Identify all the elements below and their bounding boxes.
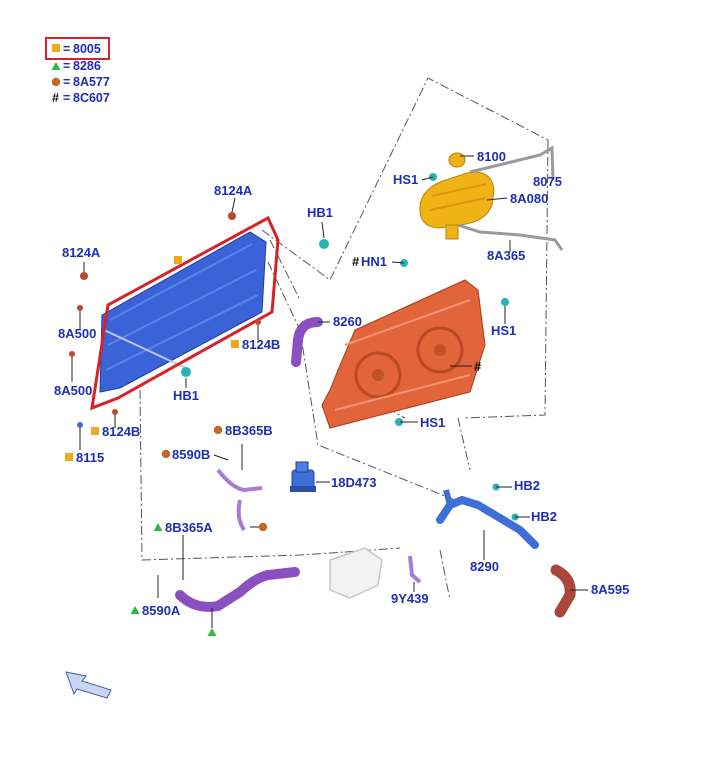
label-hb2-a[interactable]: HB2 [514,478,540,493]
hash-symbol-icon: # [352,254,360,269]
label-8b365a[interactable]: 8B365A [165,520,213,535]
label-8124a-top[interactable]: 8124A [214,183,253,198]
assembly-outline-lines [139,77,549,601]
label-8100[interactable]: 8100 [477,149,506,164]
clip-hs1-low[interactable] [395,418,403,426]
label-8a595[interactable]: 8A595 [591,582,629,597]
label-hb1-mid[interactable]: HB1 [173,388,199,403]
square-symbol-icon [65,453,73,461]
legend-equals-square: = [63,42,70,56]
hose-8a595[interactable] [550,564,576,618]
bolt-8a500-b[interactable] [69,351,75,357]
circle-symbol-icon [258,522,268,532]
reservoir-cap[interactable] [448,152,466,168]
clip-hb1-mid[interactable] [181,367,191,377]
hash-symbol-icon: # [52,91,59,105]
bolt-8124b-low[interactable] [112,409,118,415]
square-symbol-icon [52,44,60,52]
label-8590b[interactable]: 8590B [172,447,210,462]
label-8124b-low[interactable]: 8124B [102,424,140,439]
legend-equals-hash: = [63,91,70,105]
label-8a500-b[interactable]: 8A500 [54,383,92,398]
legend-highlight-box [45,37,110,60]
triangle-symbol-icon [153,523,163,531]
upper-radiator-hose[interactable] [291,317,323,367]
square-symbol-icon [231,340,239,348]
triangle-symbol-icon [207,628,217,636]
label-hs1-low[interactable]: HS1 [420,415,445,430]
bolt-8a500-a[interactable] [77,305,83,311]
radiator[interactable] [99,231,267,393]
clip-hb1-top[interactable] [319,239,329,249]
legend-circle-code: 8A577 [73,75,110,89]
radiator-highlight-outline [90,215,280,411]
label-hs1-top[interactable]: HS1 [393,172,418,187]
circle-symbol-icon [213,425,223,435]
legend-triangle-code: 8286 [73,59,101,73]
legend-square-code: 8005 [73,42,101,56]
bolt-8124a-left[interactable] [80,272,88,280]
front-direction-arrow-icon [65,671,112,699]
circle-symbol-icon [161,449,171,459]
label-8a080[interactable]: 8A080 [510,191,548,206]
label-8590a[interactable]: 8590A [142,603,181,618]
coolant-pipe-8290[interactable] [436,489,539,549]
fan-shroud-assembly[interactable] [321,279,486,429]
label-8124b-mid[interactable]: 8124B [242,337,280,352]
circle-symbol-icon [51,77,61,87]
label-8115[interactable]: 8115 [76,450,104,465]
legend-equals-circle: = [63,75,70,89]
label-hash-mark: # [474,359,482,374]
triangle-symbol-icon [130,606,140,614]
label-9y439[interactable]: 9Y439 [391,591,429,606]
label-hb2-b[interactable]: HB2 [531,509,557,524]
square-symbol-icon [91,427,99,435]
bolt-8124b-mid[interactable] [255,319,261,325]
clip-8115[interactable] [77,422,83,428]
legend-equals-triangle: = [63,59,70,73]
leader-lines [71,155,588,628]
part-labels: 8100 HS1 8075 8A080 8124A HB1 # HN1 8A36… [54,149,629,618]
clip-hs1-right[interactable] [501,298,509,306]
lower-hose-assembly[interactable] [175,468,422,612]
label-18d473[interactable]: 18D473 [331,475,377,490]
label-hn1[interactable]: HN1 [361,254,387,269]
triangle-symbol-icon [51,62,61,70]
label-8b365b[interactable]: 8B365B [225,423,273,438]
label-8075[interactable]: 8075 [533,174,562,189]
label-hs1-right[interactable]: HS1 [491,323,516,338]
square-symbol-icon [174,256,182,264]
legend: = 8005 = 8286 = 8A577 # = 8C607 [45,37,110,105]
label-8124a-left[interactable]: 8124A [62,245,101,260]
part-symbol-markers [65,256,268,636]
label-8a500-a[interactable]: 8A500 [58,326,96,341]
label-8290[interactable]: 8290 [470,559,499,574]
legend-hash-code: 8C607 [73,91,110,105]
coolant-reservoir[interactable] [419,145,564,251]
reference-component-outline [329,547,383,599]
label-8a365[interactable]: 8A365 [487,248,525,263]
label-8260[interactable]: 8260 [333,314,362,329]
coolant-pump-18d473[interactable] [290,461,316,492]
bolt-8124a-top[interactable] [228,212,236,220]
label-hb1-top[interactable]: HB1 [307,205,333,220]
